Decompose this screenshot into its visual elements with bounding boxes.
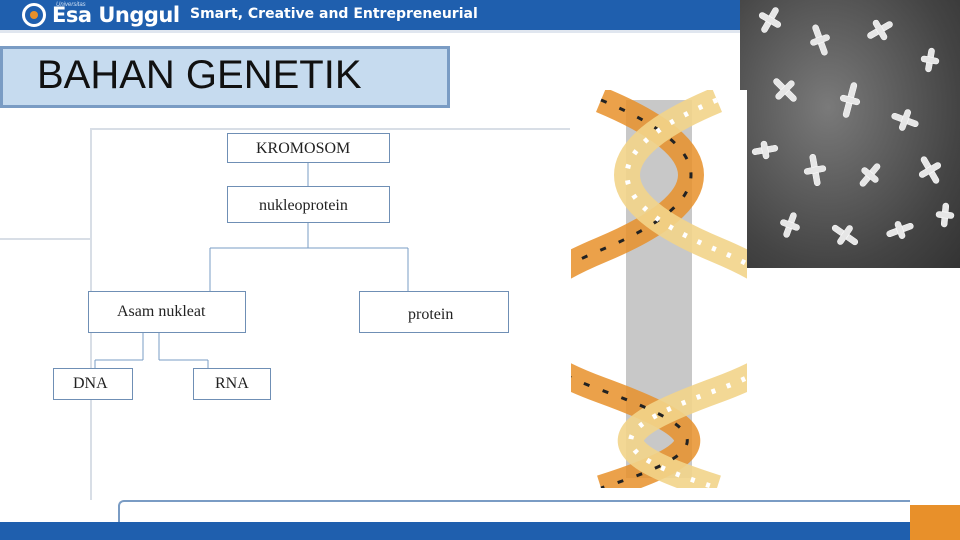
logo-small-text: Universitas (56, 2, 86, 8)
node-kromosom: KROMOSOM (227, 133, 390, 163)
frame-line-left (0, 238, 92, 240)
node-dna-label: DNA (73, 375, 108, 392)
node-nukleoprotein: nukleoprotein (227, 186, 390, 223)
tagline: Smart, Creative and Entrepreneurial (190, 6, 478, 22)
slide-title: BAHAN GENETIK (37, 53, 362, 97)
node-kromosom-label: KROMOSOM (256, 140, 351, 157)
node-protein: protein (359, 291, 509, 333)
footer-bar (0, 522, 960, 540)
chromosome-micrograph (740, 0, 960, 268)
chromosome-icon (751, 7, 955, 246)
node-dna: DNA (53, 368, 133, 400)
frame-line-top (90, 128, 570, 130)
node-rna-label: RNA (215, 375, 249, 392)
logo-mark-icon (22, 3, 46, 27)
footer-line (118, 500, 910, 524)
node-protein-label: protein (408, 306, 454, 323)
slide-title-box: BAHAN GENETIK (0, 46, 450, 108)
logo-text: Esa Unggul (52, 3, 180, 27)
node-asam-nukleat-label: Asam nukleat (117, 303, 206, 320)
node-rna: RNA (193, 368, 271, 400)
node-asam-nukleat: Asam nukleat (88, 291, 246, 333)
footer-accent (910, 505, 960, 540)
node-nukleoprotein-label: nukleoprotein (259, 197, 348, 214)
university-logo: Universitas Esa Unggul (22, 2, 180, 27)
